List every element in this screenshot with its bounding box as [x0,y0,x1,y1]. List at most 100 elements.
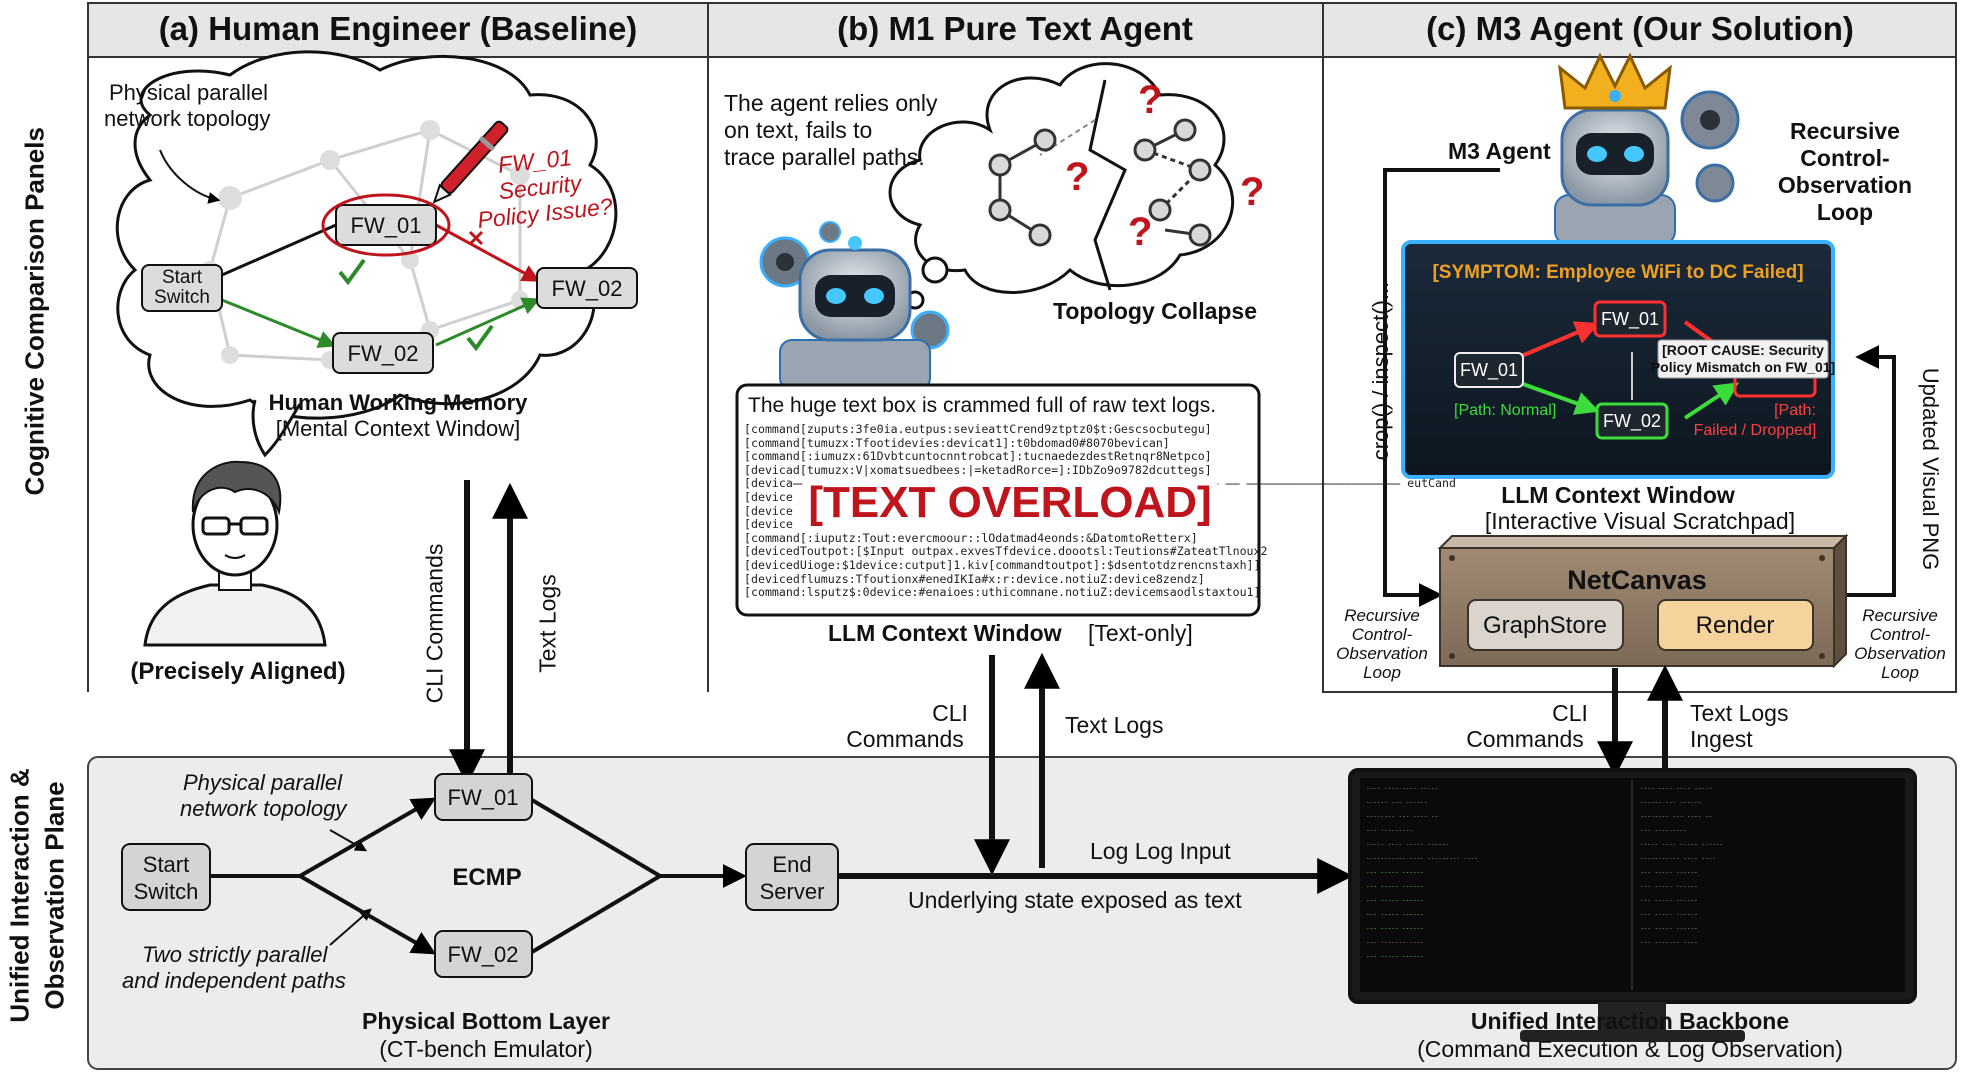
small-loop-right-4: Loop [1881,663,1919,682]
loop-label-c-1: Recursive [1790,118,1900,144]
node-end-server-bottom [745,843,839,911]
fw01-top-label-c: FW_01 [1600,309,1660,329]
question-mark-4: ? [1128,210,1153,254]
graphstore-box [1467,599,1624,651]
render-label: Render [1695,612,1775,639]
panel-b-title: (b) M1 Pure Text Agent [837,10,1193,47]
bottom-fw01: FW_01 [447,785,519,810]
log-line: [devicad[tumuzx:V|xomatsuedbees:|=ketadR… [744,462,1212,477]
collapsed-graph [988,118,1212,247]
netcanvas-label: NetCanvas [1567,565,1707,595]
node-fw02-right-a [536,267,638,309]
small-loop-left-2: Control- [1351,625,1413,644]
log-line: [devicedUioge:$1device:cutput]1.kiv[comm… [744,558,1261,572]
terminal-right: ---- ---- ---- ----------- --- ---------… [1640,785,1724,946]
monitor-icon [1348,768,1917,1042]
question-mark-1: ? [1138,78,1163,122]
path-failed-2: Failed / Dropped] [1693,422,1817,439]
small-loop-left-1: Recursive [1344,606,1420,625]
cross-mark [468,230,484,246]
edge-split-fw01 [299,797,437,878]
node-fw01-top-c [1593,300,1667,338]
ecmp-label: ECMP [452,864,522,891]
node-start-switch-bottom [121,843,211,911]
llm-window-c-sub: [Interactive Visual Scratchpad] [1484,508,1796,534]
relies-text-3: trace parallel paths. [724,144,925,170]
small-loop-left-3: Observation [1336,644,1428,663]
state-text-label: Underlying state exposed as text [908,887,1242,913]
bottom-layer-title: Physical Bottom Layer [362,1008,610,1034]
log-line: [devicedToutpot:[$Input outpax.exvesTfde… [744,544,1268,559]
cli-label-b-1: CLI [932,700,968,726]
check-mark-1 [338,258,366,286]
cli-label-b-2: Commands [846,726,964,752]
node-fw02-c [1595,402,1669,440]
log-line: [devicedflumuzs:Tfoutionx#enedIKIa#x:r:d… [744,571,1205,586]
m3-agent-label: M3 Agent [1448,138,1551,164]
loop-label-c-2: Control- [1800,145,1890,171]
cli-label-c-2: Commands [1466,726,1584,752]
bottom-layer-sub: (CT-bench Emulator) [379,1036,593,1062]
node-fw02-bottom-a [332,332,434,374]
log-line: [device [744,517,793,532]
log-line: [command[:iumuzx:61Dvbtcuntocnntrobcat]:… [744,449,1212,464]
node-start-switch-a [141,264,223,312]
topology-collapse-label: Topology Collapse [1052,298,1258,324]
memory-sub-a: [Mental Context Window] [275,416,521,441]
robot-b [759,221,950,391]
loop-arrow-right [1846,345,1896,597]
crop-inspect-label: crop() / inspect()... [1368,281,1393,461]
bottom-start-1: Start [142,852,190,877]
log-line: [command[tumuzx:Tfootidevies:devicat1]:t… [744,435,1170,450]
graphstore-label: GraphStore [1482,612,1608,639]
cli-label-c-1: CLI [1552,700,1588,726]
red-circle-fw01 [321,193,451,257]
path-failed-1: [Path: [1774,402,1816,419]
llm-window-b-title: LLM Context Window [828,620,1062,646]
fw01-label-a: FW_01 [350,213,422,238]
scratchpad-screen [1401,240,1835,479]
llm-window-b-sub: [Text-only] [1088,620,1193,646]
text-overload-label: [TEXT OVERLOAD] [802,478,1218,528]
aligned-label-a: (Precisely Aligned) [130,658,346,685]
panel-a-title: (a) Human Engineer (Baseline) [158,10,638,47]
path-normal-label: [Path: Normal] [1454,402,1557,419]
relies-text-2: on text, fails to [724,117,873,143]
edge-fw01-fw02 [435,223,541,282]
pen-icon [432,120,509,204]
text-logs-label-c-1: Text Logs [1690,700,1789,726]
node-fw01-c [1454,352,1524,388]
topology-label-a-1: Physical parallel [109,80,268,105]
edge-start-fw01 [221,223,337,277]
root-cause-1: [ROOT CAUSE: Security [1662,342,1824,358]
start-label-a-2: Switch [154,287,210,308]
edge-fw02-merge [530,874,662,954]
fw02-bottom-label-a: FW_02 [347,341,419,366]
bottom-start-2: Switch [133,879,199,904]
root-cause-box [1657,339,1829,379]
updated-png-label: Updated Visual PNG [1918,367,1943,571]
bottom-end-2: Server [759,879,825,904]
question-mark-2: ? [1065,155,1090,199]
side-label-bottom-2: Observation Plane [39,781,70,1010]
bottom-topology-2: network topology [180,796,347,821]
paths-pointer-bottom [329,908,372,946]
render-box [1657,599,1814,651]
crammed-label: The huge text box is crammed full of raw… [748,394,1217,417]
topology-label-a-2: network topology [104,106,271,131]
log-line: [device [744,490,793,504]
bottom-topology-1: Physical parallel [183,770,342,795]
node-fw02-bottom [434,930,533,978]
small-loop-left-4: Loop [1363,663,1401,682]
bottom-fw02: FW_02 [447,942,519,967]
text-logs-label-b: Text Logs [1065,712,1164,738]
fw02-label-c: FW_02 [1602,411,1662,431]
question-mark-3: ? [1240,170,1265,214]
loop-label-c-4: Loop [1816,199,1874,225]
small-loop-right-3: Observation [1854,644,1946,663]
neon-edge-fw02-out [1683,382,1740,420]
check-mark-2 [466,324,494,352]
topology-pointer-a [159,149,221,204]
engineer-avatar [143,460,327,647]
